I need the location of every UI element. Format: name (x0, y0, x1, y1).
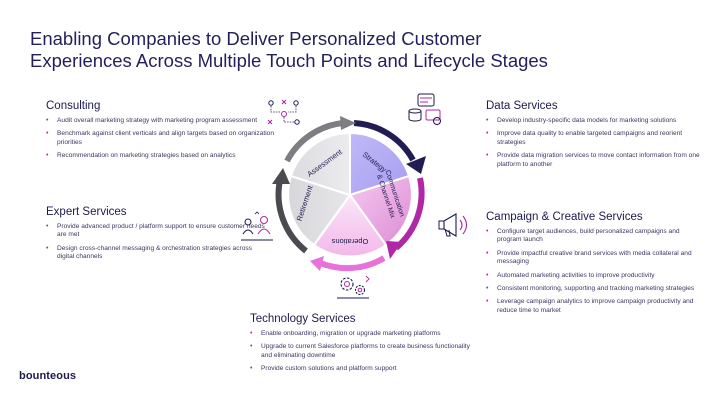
arrow-arc-assessment (284, 120, 344, 163)
megaphone-icon (438, 213, 468, 237)
data-services-list: Develop industry-specific data models fo… (486, 117, 700, 169)
expert-services-list: Provide advanced product / platform supp… (46, 223, 266, 262)
wheel-segment-operations (312, 193, 388, 258)
title-line-2: Experiences Across Multiple Touch Points… (30, 50, 548, 71)
arrow-arc-strategy (353, 120, 416, 162)
list-item: Enable onboarding, migration or upgrade … (250, 330, 482, 339)
list-item: Improve data quality to enable targeted … (486, 130, 700, 147)
arrow-arc-retirement (275, 179, 308, 254)
list-item: Develop industry-specific data models fo… (486, 117, 700, 126)
list-item: Leverage campaign analytics to improve c… (486, 298, 700, 315)
list-item: Provide impactful creative brand service… (486, 250, 700, 267)
list-item: Design cross-channel messaging & orchest… (46, 245, 266, 262)
wheel-segment-assessment (289, 131, 351, 197)
list-item: Audit overall marketing strategy with ma… (46, 117, 278, 126)
wheel-segment-strategy (349, 131, 411, 197)
expert-team-icon (241, 211, 273, 241)
arrow-head-communication (386, 241, 402, 259)
list-item: Provide data migration services to move … (486, 152, 700, 169)
arrow-arc-operations (316, 255, 386, 272)
list-item: Provide custom solutions and platform su… (250, 365, 482, 374)
list-item: Upgrade to current Salesforce platforms … (250, 343, 482, 360)
expert-services-heading: Expert Services (46, 206, 127, 218)
arrow-head-retirement (272, 168, 290, 184)
database-icon (408, 93, 441, 125)
campaign-creative-list: Configure target audiences, build person… (486, 228, 700, 315)
consulting-list: Audit overall marketing strategy with ma… (46, 117, 278, 161)
technology-services-heading: Technology Services (250, 313, 356, 325)
list-item: Provide advanced product / platform supp… (46, 223, 266, 240)
campaign-creative-heading: Campaign & Creative Services (486, 211, 643, 223)
wheel-segment-retirement (287, 174, 352, 247)
arrow-head-operations (310, 256, 324, 271)
data-services-heading: Data Services (486, 100, 558, 112)
title-line-1: Enabling Companies to Deliver Personaliz… (30, 28, 482, 49)
arrow-head-assessment (340, 116, 356, 130)
assessment-flow-icon (267, 99, 300, 125)
page-title: Enabling Companies to Deliver Personaliz… (30, 28, 590, 72)
technology-services-list: Enable onboarding, migration or upgrade … (250, 330, 482, 374)
consulting-heading: Consulting (46, 100, 101, 112)
list-item: Configure target audiences, build person… (486, 228, 700, 245)
bounteous-logo: bounteous (19, 370, 77, 382)
data-services-section: Data Services Develop industry-specific … (486, 100, 700, 174)
lifecycle-wheel: Strategy Communication & Channel Mix Ope… (272, 116, 426, 272)
consulting-section: Consulting Audit overall marketing strat… (46, 100, 278, 166)
campaign-creative-section: Campaign & Creative Services Configure t… (486, 211, 700, 320)
arrow-arc-communication (394, 177, 425, 251)
list-item: Automated marketing activities to improv… (486, 272, 700, 281)
list-item: Recommendation on marketing strategies b… (46, 152, 278, 161)
expert-services-section: Expert Services Provide advanced product… (46, 206, 266, 267)
list-item: Consistent monitoring, supporting and tr… (486, 285, 700, 294)
technology-services-section: Technology Services Enable onboarding, m… (250, 313, 482, 379)
arrow-head-strategy (406, 156, 426, 174)
segment-label-operations: Operations (331, 237, 368, 246)
list-item: Benchmark against client verticals and a… (46, 130, 278, 147)
technology-gears-icon (337, 275, 370, 299)
